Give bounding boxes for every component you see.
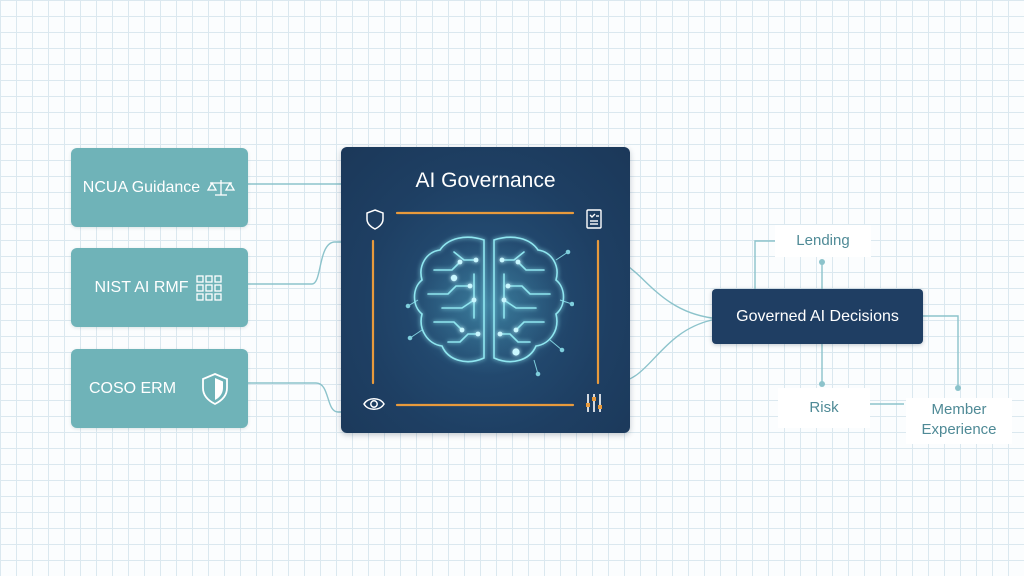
eye-icon: [362, 395, 386, 418]
connector-node: [955, 385, 961, 391]
connector-coso-to-hub: [248, 382, 341, 413]
connector-nist-to-hub: [248, 241, 341, 285]
source-box-nist[interactable]: NIST AI RMF: [71, 248, 248, 327]
outcome-label-member-line1: Member: [931, 401, 987, 418]
hub-title: AI Governance: [415, 169, 556, 192]
connector-to-lending-left: [754, 240, 775, 289]
governed-decisions-box[interactable]: Governed AI Decisions: [712, 289, 923, 344]
grid-icon: [194, 274, 224, 302]
decision-label: Governed AI Decisions: [736, 307, 899, 325]
outcome-label-risk: Risk: [809, 399, 839, 416]
source-label-ncua: NCUA Guidance: [82, 178, 201, 196]
connector-node: [819, 381, 825, 387]
source-label-coso: COSO ERM: [88, 379, 177, 397]
outcome-lending[interactable]: Lending: [775, 225, 871, 257]
sliders-icon: [585, 391, 603, 420]
connector-to-member: [923, 315, 959, 388]
source-box-coso[interactable]: COSO ERM: [71, 349, 248, 428]
hub-frame-lines: [371, 211, 600, 407]
outcome-label-member-line2: Experience: [921, 421, 997, 438]
outcome-label-lending: Lending: [796, 232, 850, 249]
connector-hub-to-decision-bottom: [617, 319, 713, 383]
scales-icon: [206, 178, 236, 198]
brain-circuit-icon: [405, 235, 574, 377]
connector-node: [819, 259, 825, 265]
shield-icon: [200, 372, 230, 406]
shield-icon: [365, 208, 385, 235]
source-box-ncua[interactable]: NCUA Guidance: [71, 148, 248, 227]
checklist-icon: [584, 208, 604, 235]
source-label-nist: NIST AI RMF: [94, 278, 189, 296]
outcome-risk[interactable]: Risk: [778, 388, 870, 428]
outcome-member-experience[interactable]: Member Experience: [906, 398, 1012, 444]
